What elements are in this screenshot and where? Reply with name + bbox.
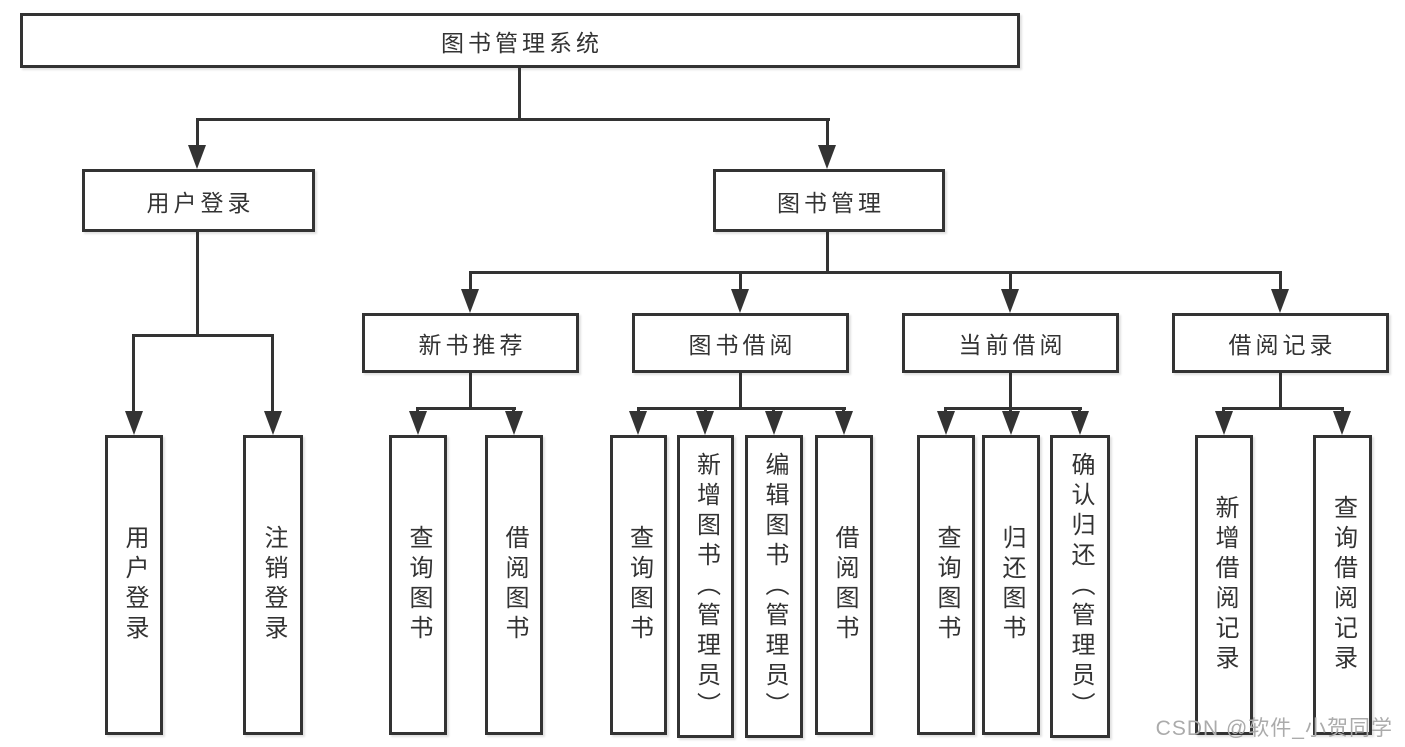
connector-segment	[1222, 407, 1344, 410]
connector-segment	[132, 334, 274, 337]
leaf-borrowing-borrow-books: 借阅图书	[815, 435, 873, 735]
arrow-down-icon	[505, 411, 523, 435]
leaf-logout-label: 注销登录	[260, 525, 287, 645]
node-book-management: 图书管理	[713, 169, 945, 232]
connector-segment	[132, 334, 135, 413]
leaf-records-query-record: 查询借阅记录	[1313, 435, 1372, 735]
connector-segment	[826, 118, 829, 148]
leaf-borrowing-query-books: 查询图书	[610, 435, 667, 735]
connector-segment	[1009, 373, 1012, 410]
node-current-borrowing-label: 当前借阅	[958, 332, 1067, 358]
arrow-down-icon	[1071, 411, 1089, 435]
arrow-down-icon	[461, 289, 479, 313]
node-user-login-label: 用户登录	[146, 189, 255, 216]
leaf-borrowing-edit-books-admin-label: 编辑图书（管理员）	[761, 451, 788, 722]
arrow-down-icon	[1215, 411, 1233, 435]
connector-segment	[416, 407, 516, 410]
leaf-current-query-books: 查询图书	[917, 435, 975, 735]
node-new-book-recommend-label: 新书推荐	[418, 332, 527, 358]
leaf-current-return-books-label: 归还图书	[998, 525, 1025, 645]
leaf-borrowing-edit-books-admin: 编辑图书（管理员）	[745, 435, 803, 738]
arrow-down-icon	[937, 411, 955, 435]
arrow-down-icon	[629, 411, 647, 435]
leaf-user-login-label: 用户登录	[121, 525, 148, 645]
connector-segment	[271, 334, 274, 413]
connector-segment	[637, 407, 846, 410]
arrow-down-icon	[1001, 289, 1019, 313]
leaf-records-query-record-label: 查询借阅记录	[1329, 495, 1357, 675]
connector-segment	[196, 118, 830, 121]
leaf-current-confirm-return-admin: 确认归还（管理员）	[1050, 435, 1110, 738]
leaf-newbook-query-books-label: 查询图书	[405, 525, 432, 645]
node-root-system: 图书管理系统	[20, 13, 1020, 68]
leaf-current-query-books-label: 查询图书	[933, 525, 960, 645]
leaf-current-confirm-return-admin-label: 确认归还（管理员）	[1067, 451, 1094, 722]
arrow-down-icon	[1002, 411, 1020, 435]
arrow-down-icon	[409, 411, 427, 435]
connector-segment	[1009, 271, 1012, 291]
leaf-borrowing-add-books-admin-label: 新增图书（管理员）	[692, 451, 720, 722]
arrow-down-icon	[264, 411, 282, 435]
arrow-down-icon	[818, 145, 836, 169]
connector-segment	[469, 271, 472, 291]
arrow-down-icon	[188, 145, 206, 169]
leaf-newbook-query-books: 查询图书	[389, 435, 447, 735]
node-borrowing-records: 借阅记录	[1172, 313, 1389, 373]
connector-segment	[196, 232, 199, 336]
connector-segment	[518, 68, 521, 120]
leaf-newbook-borrow-books: 借阅图书	[485, 435, 543, 735]
node-new-book-recommend: 新书推荐	[362, 313, 579, 373]
node-book-borrowing-label: 图书借阅	[688, 332, 797, 358]
arrow-down-icon	[765, 411, 783, 435]
arrow-down-icon	[731, 289, 749, 313]
node-current-borrowing: 当前借阅	[902, 313, 1119, 373]
connector-segment	[1279, 271, 1282, 291]
leaf-borrowing-query-books-label: 查询图书	[625, 525, 653, 645]
connector-segment	[944, 407, 1082, 410]
leaf-borrowing-add-books-admin: 新增图书（管理员）	[677, 435, 734, 738]
leaf-user-login: 用户登录	[105, 435, 163, 735]
arrow-down-icon	[125, 411, 143, 435]
connector-segment	[196, 118, 199, 148]
arrow-down-icon	[835, 411, 853, 435]
leaf-newbook-borrow-books-label: 借阅图书	[501, 525, 528, 645]
node-root-system-label: 图书管理系统	[441, 29, 603, 56]
node-borrowing-records-label: 借阅记录	[1228, 332, 1337, 358]
connector-segment	[469, 373, 472, 410]
connector-segment	[469, 271, 1282, 274]
leaf-borrowing-borrow-books-label: 借阅图书	[831, 525, 858, 645]
leaf-records-add-record-label: 新增借阅记录	[1211, 495, 1238, 675]
leaf-records-add-record: 新增借阅记录	[1195, 435, 1253, 735]
node-book-management-label: 图书管理	[777, 189, 885, 216]
connector-segment	[739, 373, 742, 410]
arrow-down-icon	[696, 411, 714, 435]
connector-segment	[826, 232, 829, 274]
leaf-logout: 注销登录	[243, 435, 303, 735]
leaf-current-return-books: 归还图书	[982, 435, 1040, 735]
arrow-down-icon	[1271, 289, 1289, 313]
connector-segment	[1279, 373, 1282, 410]
node-book-borrowing: 图书借阅	[632, 313, 849, 373]
connector-segment	[739, 271, 742, 291]
arrow-down-icon	[1333, 411, 1351, 435]
node-user-login: 用户登录	[82, 169, 315, 232]
csdn-watermark: CSDN @软件_小贺同学	[1155, 717, 1393, 740]
